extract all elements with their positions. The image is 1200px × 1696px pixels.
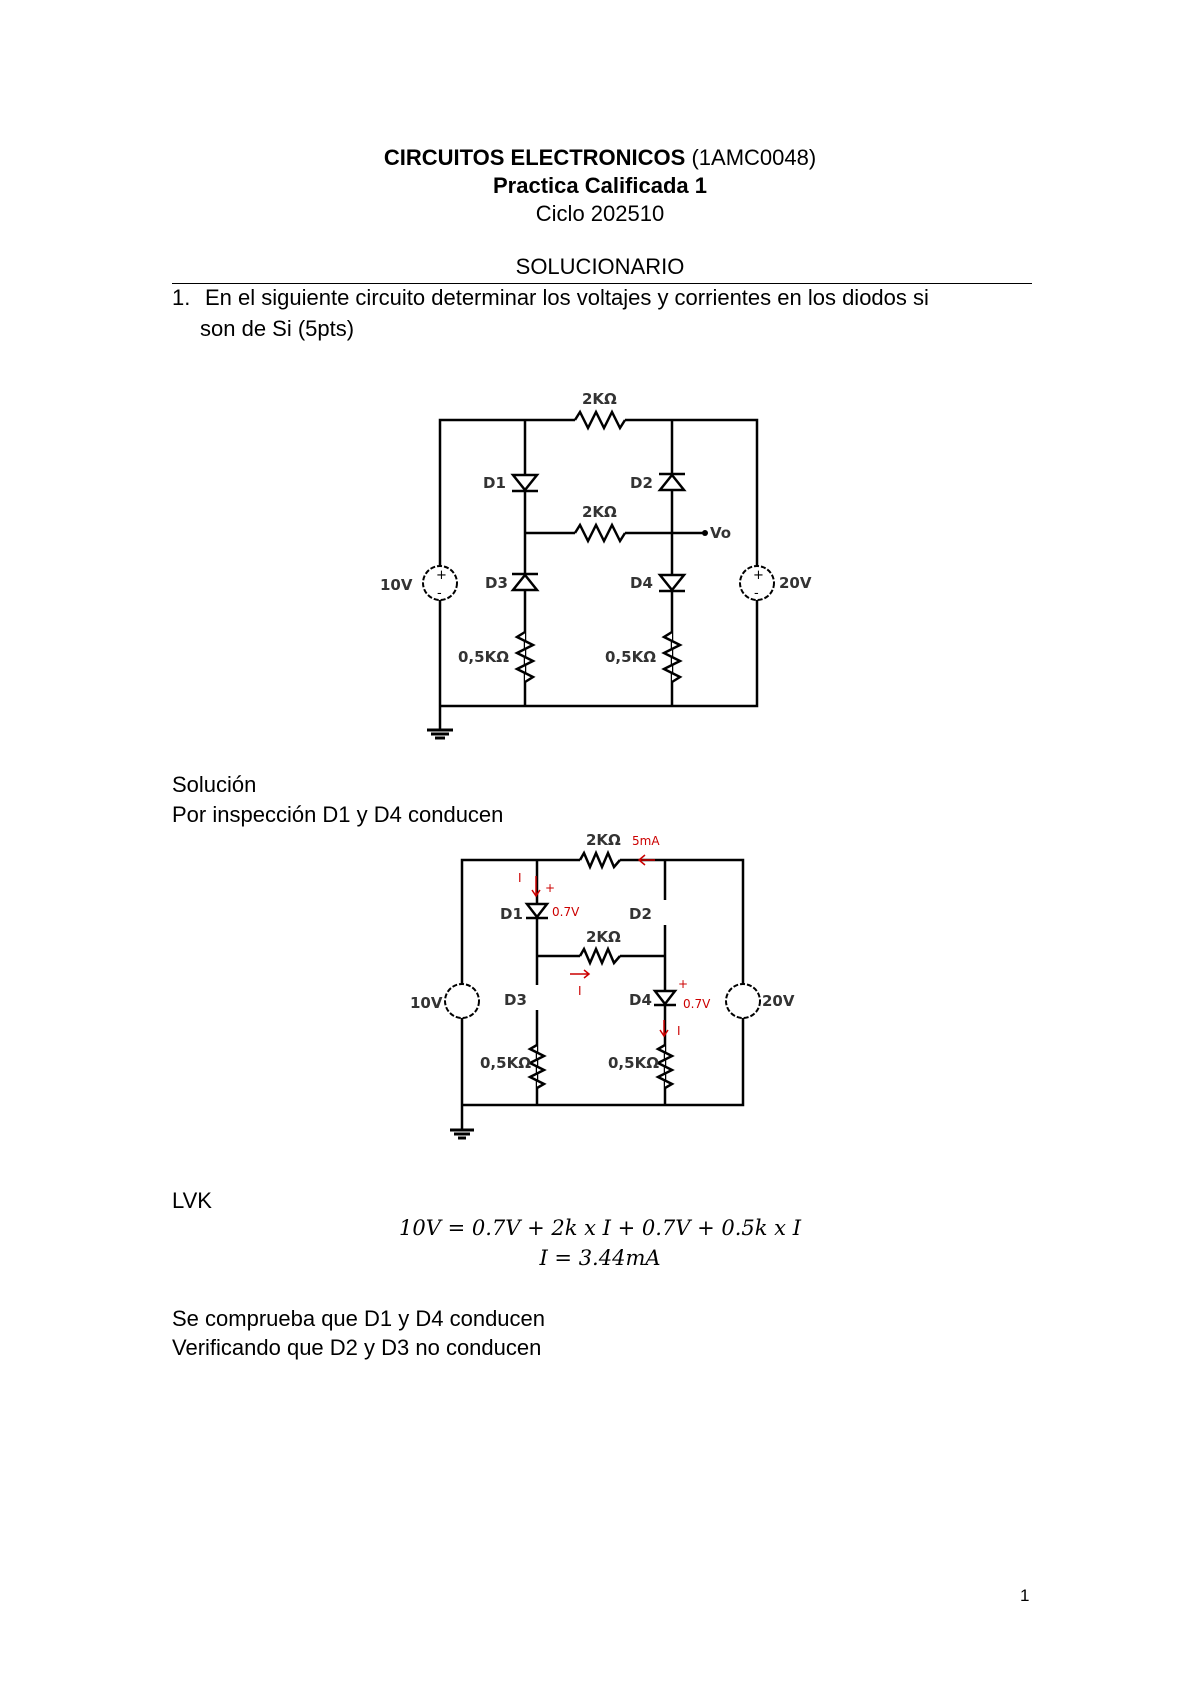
solution-inspection: Por inspección D1 y D4 conducen [172,802,504,827]
diode-label: D1 [500,905,523,923]
resistor-label: 0,5KΩ [605,648,656,666]
resistor-label: 2KΩ [586,928,621,946]
page-number: 1 [1020,1586,1030,1605]
plus-sign: + [436,568,447,583]
resistor-label: 0,5KΩ [458,648,509,666]
conclusion-line2: Verificando que D2 y D3 no conducen [172,1335,542,1360]
plus-sign: + [678,977,688,991]
resistor-label: 2KΩ [582,503,617,521]
question-number: 1. [172,285,191,310]
source-label: 20V [762,992,795,1010]
voltage-drop-d1: 0.7V [552,905,580,919]
diode-label: D4 [630,574,653,592]
diode-d1 [510,473,540,493]
current-label: I [518,871,522,885]
resistor-label: 0,5KΩ [608,1054,659,1072]
plus-sign: + [545,881,555,895]
conclusion-line1: Se comprueba que D1 y D4 conducen [172,1306,546,1331]
diode-d3 [510,572,540,592]
source-label: 10V [380,576,413,594]
course-code: (1AMC0048) [691,145,817,170]
section-heading: SOLUCIONARIO [515,254,685,279]
diode-label: D3 [504,991,527,1009]
resistor-label: 2KΩ [582,390,617,408]
question-text-line1: En el siguiente circuito determinar los … [205,285,929,310]
course-title-line: CIRCUITOS ELECTRONICOS (1AMC0048) [0,145,1200,171]
lvk-result: I = 3.44mA [539,1246,661,1270]
current-label: 5mA [632,834,660,848]
cycle: Ciclo 202510 [535,201,665,226]
exam-title: Practica Calificada 1 [492,173,707,198]
resistor-label: 0,5KΩ [480,1054,531,1072]
output-label: Vo [710,524,731,542]
diode-label: D2 [630,474,653,492]
current-label: I [677,1024,681,1038]
diode-d4 [657,573,687,593]
diode-label: D3 [485,574,508,592]
circuit-2 [450,849,745,1140]
diode-d2 [657,472,687,492]
plus-sign: + [753,568,764,583]
diode-label: D4 [629,991,652,1009]
course-title: CIRCUITOS ELECTRONICOS [383,145,686,170]
diode-label: D1 [483,474,506,492]
circuit-1 [427,409,759,740]
diode-label: D2 [629,905,652,923]
resistor-label: 2KΩ [586,831,621,849]
source-label: 20V [779,574,812,592]
diode-d4 [652,989,678,1007]
current-label: I [578,984,582,998]
solution-heading: Solución [172,772,257,797]
voltage-drop-d4: 0.7V [683,997,711,1011]
question-text-line2: son de Si (5pts) [200,316,355,341]
minus-sign: - [437,586,442,601]
divider [172,283,1032,284]
lvk-heading: LVK [172,1188,212,1213]
lvk-equation: 10V = 0.7V + 2k x I + 0.7V + 0.5k x I [399,1216,801,1240]
source-label: 10V [410,994,443,1012]
diode-d1 [524,902,550,920]
minus-sign: - [754,586,759,601]
